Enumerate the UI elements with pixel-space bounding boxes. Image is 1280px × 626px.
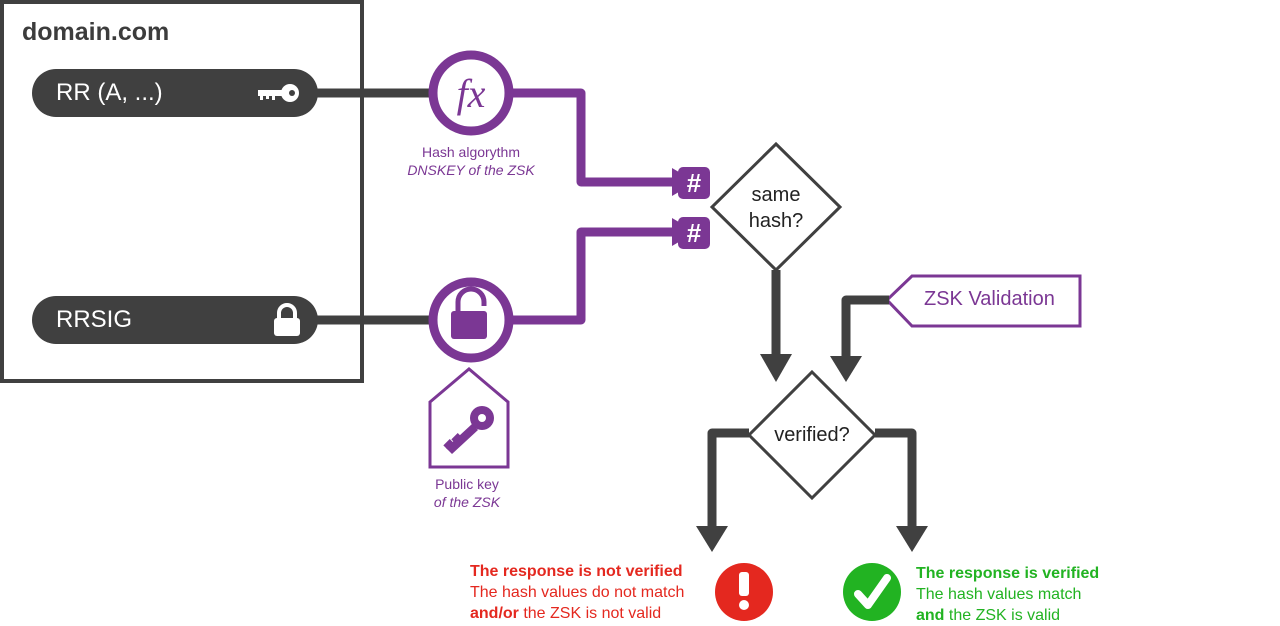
verified-text: verified? bbox=[774, 424, 850, 446]
not-verified-result: The response is not verified The hash va… bbox=[470, 561, 715, 624]
not-verified-line3-bold: and/or bbox=[470, 605, 519, 622]
down-arrowhead-right bbox=[896, 526, 928, 552]
down-arrowhead-2 bbox=[830, 356, 862, 382]
exclamation-icon bbox=[715, 563, 773, 621]
down-arrowhead-left bbox=[696, 526, 728, 552]
public-key-badge bbox=[428, 367, 510, 469]
hash-badge-bottom: # bbox=[678, 217, 710, 249]
down-arrowhead-1 bbox=[760, 354, 792, 382]
verified-decision bbox=[746, 369, 878, 501]
verified-title: The response is verified bbox=[916, 565, 1100, 582]
domain-title: domain.com bbox=[22, 18, 170, 46]
verified-branch bbox=[875, 428, 917, 528]
public-key-caption: Public key of the ZSK bbox=[367, 475, 567, 511]
key-icon bbox=[254, 69, 302, 117]
verified-line3-rest: the ZSK is valid bbox=[944, 607, 1061, 624]
rr-record-pill: RR (A, ...) bbox=[32, 69, 318, 117]
zsk-to-verified-connector bbox=[841, 295, 889, 358]
public-key-line1: Public key bbox=[435, 476, 499, 492]
hash-algorithm-line2: DNSKEY of the ZSK bbox=[407, 162, 535, 178]
zsk-validation-flag bbox=[884, 274, 1082, 328]
zsk-validation-text: ZSK Validation bbox=[924, 288, 1055, 310]
not-verified-title: The response is not verified bbox=[470, 563, 683, 580]
hash-connector-bottom bbox=[510, 227, 676, 325]
rrsig-record-label: RRSIG bbox=[56, 306, 133, 333]
lock-icon bbox=[272, 296, 302, 344]
hash-connector-top bbox=[510, 88, 676, 187]
verified-result: The response is verified The hash values… bbox=[916, 563, 1156, 626]
not-verified-branch bbox=[707, 428, 749, 528]
hash-algorithm-line1: Hash algorythm bbox=[421, 144, 521, 160]
same-hash-line2: hash? bbox=[748, 210, 804, 232]
unlocked-padlock-icon bbox=[451, 286, 487, 339]
domain-box bbox=[0, 0, 364, 383]
public-key-line2: of the ZSK bbox=[433, 494, 501, 510]
hash-badge-top: # bbox=[678, 167, 710, 199]
rrsig-record-pill: RRSIG bbox=[32, 296, 318, 344]
verified-line3-bold: and bbox=[916, 607, 945, 624]
house-key-icon bbox=[443, 406, 494, 454]
same-hash-text: same hash? bbox=[726, 182, 826, 234]
rr-record-label: RR (A, ...) bbox=[56, 79, 163, 106]
checkmark-icon bbox=[843, 563, 901, 621]
hash-function-circle bbox=[428, 50, 514, 136]
not-verified-line3-rest: the ZSK is not valid bbox=[518, 605, 662, 622]
hash-algorithm-caption: Hash algorythm DNSKEY of the ZSK bbox=[371, 143, 571, 179]
not-verified-line2: The hash values do not match bbox=[470, 584, 685, 601]
same-hash-line1: same bbox=[751, 184, 801, 206]
function-icon: fx bbox=[457, 71, 486, 116]
verified-line2: The hash values match bbox=[916, 586, 1082, 603]
